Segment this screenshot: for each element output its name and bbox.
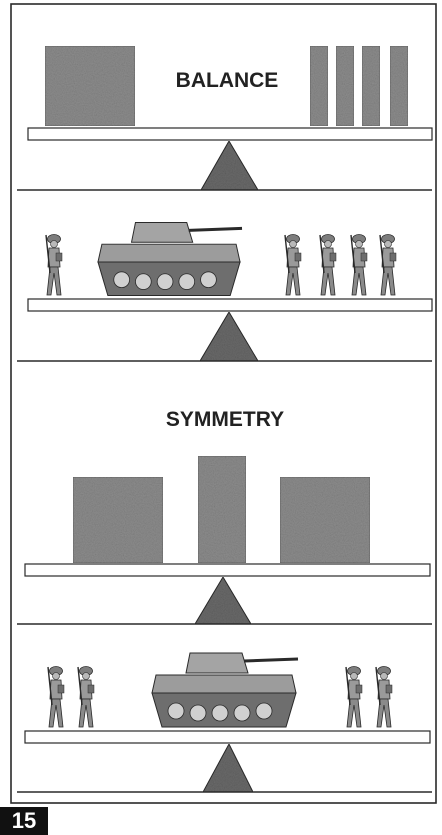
soldier — [345, 665, 363, 728]
seesaw-plank — [24, 563, 431, 577]
large-block — [44, 45, 136, 127]
fulcrum-triangle — [202, 742, 254, 793]
figure-frame — [10, 3, 437, 804]
small-block — [309, 45, 329, 127]
symmetry-title: SYMMETRY — [166, 408, 284, 431]
fulcrum-triangle — [199, 311, 259, 362]
side-block — [72, 476, 164, 564]
balance-troops-seesaw — [17, 220, 433, 362]
fulcrum-triangle — [194, 576, 252, 625]
soldier — [45, 233, 63, 296]
figure-number-badge: 15 — [0, 807, 48, 835]
soldier — [375, 665, 393, 728]
soldier — [47, 665, 65, 728]
tank — [96, 220, 244, 297]
side-block — [279, 476, 371, 564]
tank — [150, 651, 300, 729]
soldier — [379, 233, 397, 296]
soldier — [77, 665, 95, 728]
symmetry-blocks-seesaw — [17, 455, 432, 625]
small-block — [361, 45, 381, 127]
balance-blocks-seesaw: BALANCE — [17, 45, 433, 191]
fulcrum-triangle — [200, 140, 259, 191]
symmetry-troops-seesaw — [17, 651, 432, 793]
soldier — [284, 233, 302, 296]
soldier — [319, 233, 337, 296]
center-block — [197, 455, 247, 564]
seesaw-plank — [27, 298, 433, 312]
balance-title: BALANCE — [176, 69, 279, 92]
seesaw-plank — [27, 127, 433, 141]
small-block — [335, 45, 355, 127]
small-block — [389, 45, 409, 127]
seesaw-plank — [24, 730, 431, 744]
soldier — [350, 233, 368, 296]
